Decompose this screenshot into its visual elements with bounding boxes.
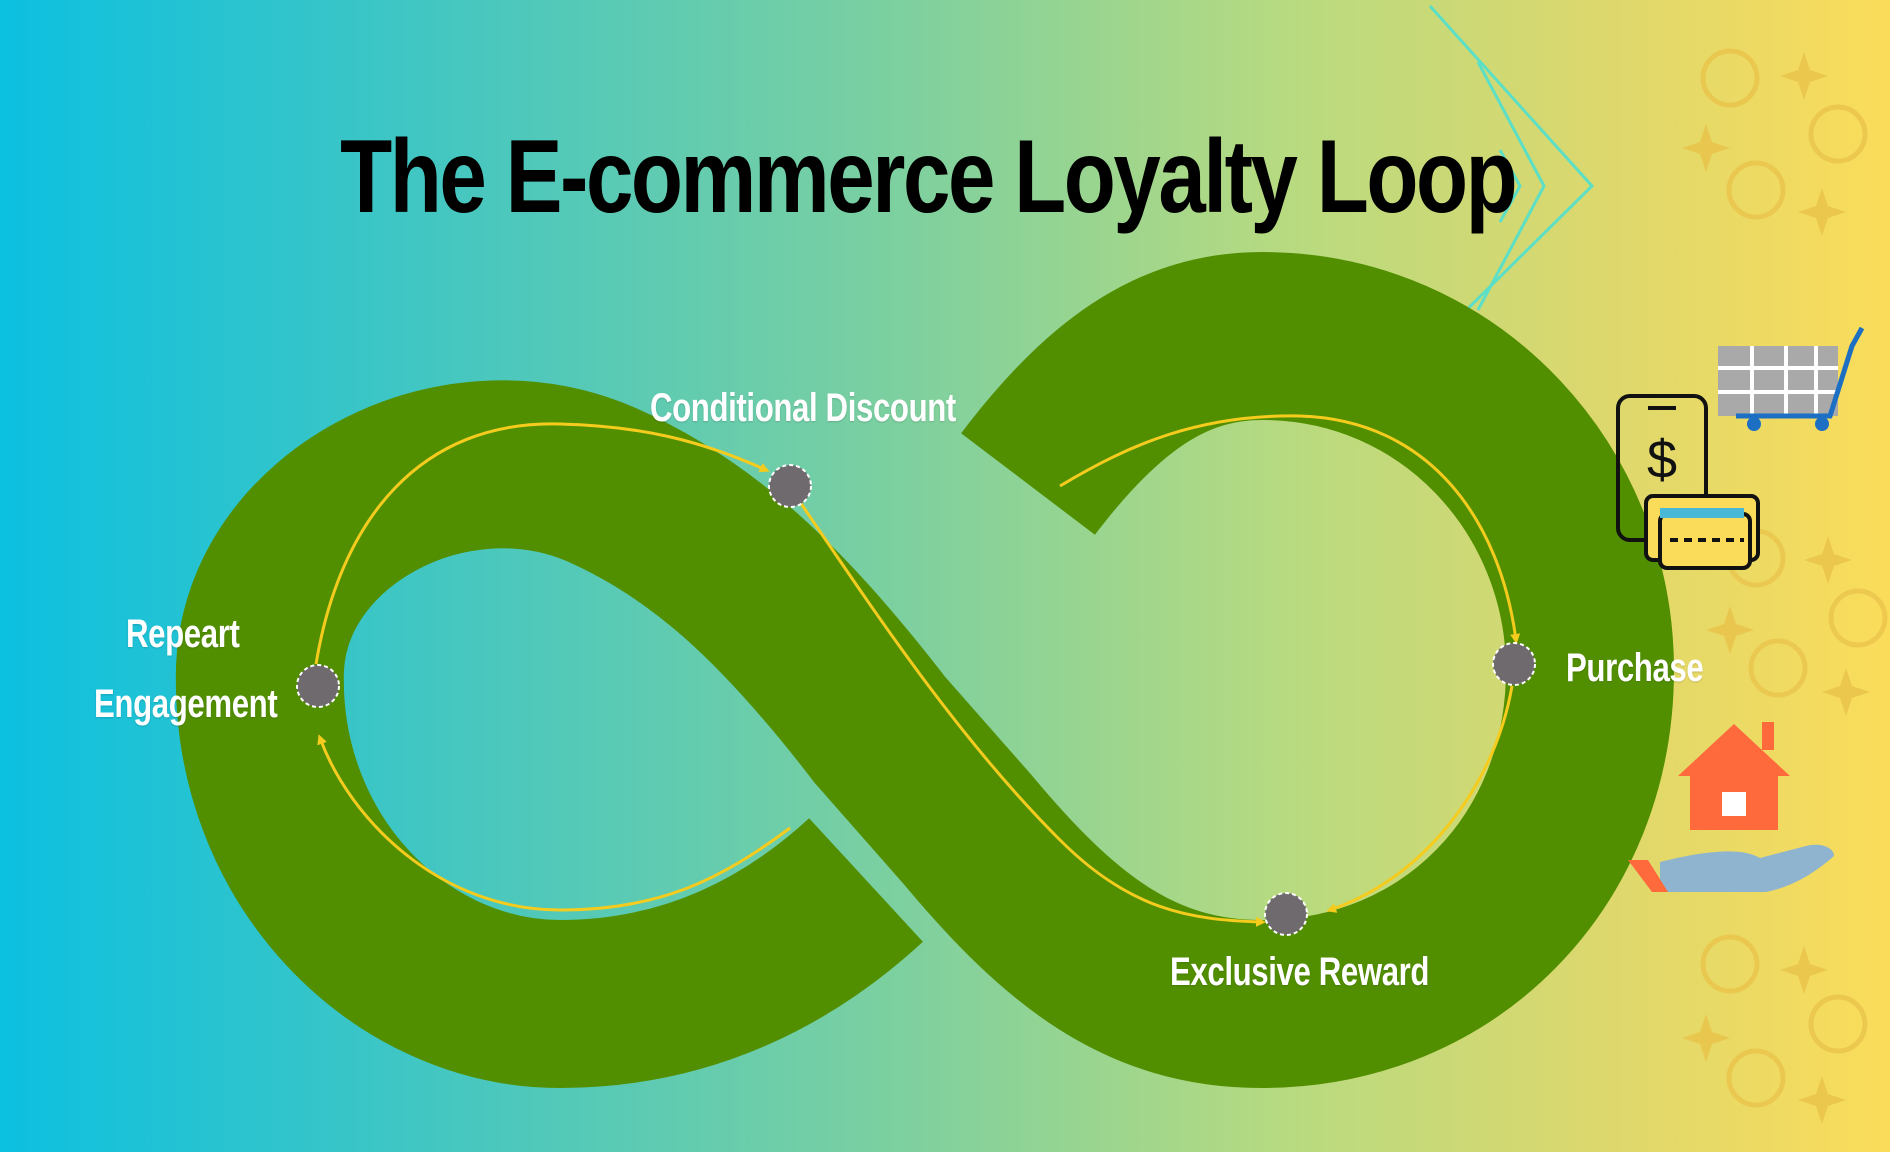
sparkle-icon bbox=[1682, 124, 1730, 172]
sparkle-icon bbox=[1798, 188, 1846, 236]
coin-icon bbox=[1726, 160, 1786, 220]
sparkle-icon bbox=[1822, 668, 1870, 716]
sparkle-icon bbox=[1780, 52, 1828, 100]
node-repeat-engagement bbox=[296, 664, 340, 708]
coin-icon bbox=[1828, 588, 1888, 648]
shopping-cart-icon bbox=[1718, 326, 1865, 431]
coin-cluster-top bbox=[1700, 48, 1868, 220]
label-exclusive-reward: Exclusive Reward bbox=[1170, 950, 1430, 994]
coin-cluster-bottom bbox=[1700, 934, 1868, 1108]
coin-icon bbox=[1808, 104, 1868, 164]
sparkle-cluster-bottom bbox=[1682, 946, 1846, 1124]
arrow-bottom-to-repeat bbox=[317, 734, 791, 912]
sparkle-icon bbox=[1682, 1014, 1730, 1062]
infinity-loop bbox=[175, 251, 1675, 1089]
sparkle-icon bbox=[1706, 606, 1754, 654]
arrow-discount-to-reward bbox=[798, 501, 1266, 927]
label-repeat-engagement-line1: Repeart bbox=[126, 612, 240, 656]
coin-icon bbox=[1700, 934, 1760, 994]
stage-nodes bbox=[296, 464, 1536, 936]
coin-icon bbox=[1748, 638, 1808, 698]
sparkle-icon bbox=[1798, 1076, 1846, 1124]
arrow-repeat-to-discount bbox=[314, 422, 770, 665]
sparkle-icon bbox=[1804, 536, 1852, 584]
label-conditional-discount: Conditional Discount bbox=[650, 386, 956, 430]
svg-text:$: $ bbox=[1647, 430, 1677, 490]
sparkle-cluster-middle bbox=[1706, 536, 1870, 716]
label-purchase: Purchase bbox=[1566, 646, 1704, 690]
arrow-purchase-to-reward bbox=[1326, 685, 1514, 913]
arrow-top-right-to-purchase bbox=[1059, 414, 1521, 644]
label-repeat-engagement-line2: Engagement bbox=[94, 682, 278, 726]
loop-arrows bbox=[314, 414, 1521, 927]
node-purchase bbox=[1492, 642, 1536, 686]
node-exclusive-reward bbox=[1264, 892, 1308, 936]
chevron-arrows-icon bbox=[1428, 4, 1595, 348]
page-title: The E-commerce Loyalty Loop bbox=[340, 119, 1518, 235]
coin-icon bbox=[1700, 48, 1760, 108]
coin-icon bbox=[1726, 1048, 1786, 1108]
sparkle-cluster-top bbox=[1682, 52, 1846, 236]
credit-card-icon bbox=[1644, 494, 1760, 570]
sparkle-icon bbox=[1780, 946, 1828, 994]
house-in-hand-icon bbox=[1628, 722, 1834, 892]
node-conditional-discount bbox=[768, 464, 812, 508]
coin-icon bbox=[1808, 994, 1868, 1054]
